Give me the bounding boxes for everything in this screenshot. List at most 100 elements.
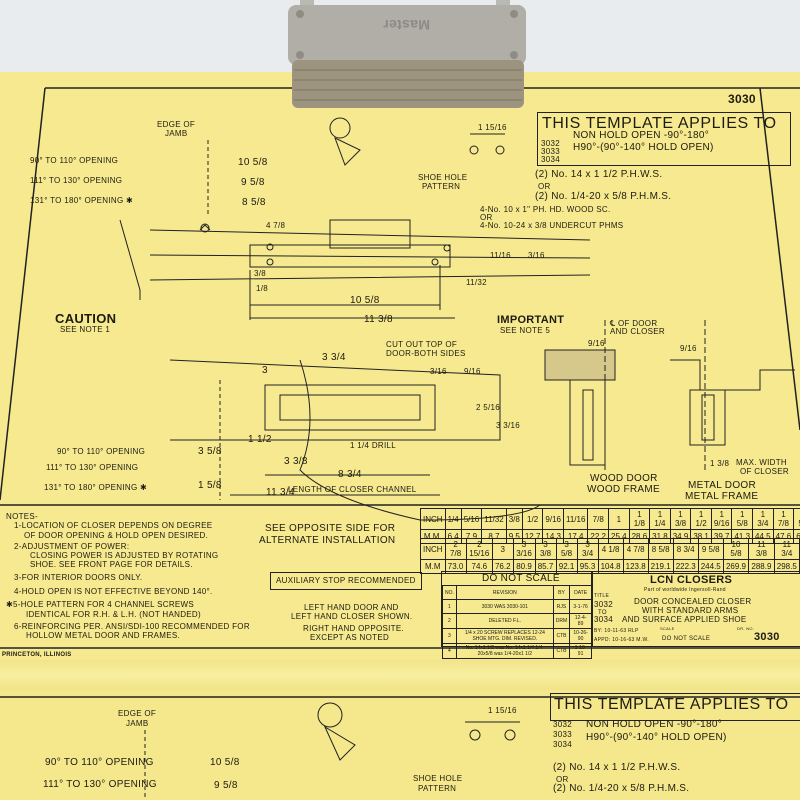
see-opposite-note: SEE OPPOSITE SIDE FOR <box>265 523 396 534</box>
opening-label: 111° TO 130° OPENING <box>30 176 123 185</box>
dimension: 1 15/16 <box>478 123 507 132</box>
dimension: 1 3/8 <box>710 459 730 468</box>
applies-to-box <box>537 112 791 166</box>
dimension: 9 5/8 <box>214 780 238 791</box>
approved-by: APPD: 10-16-63 M.W. <box>594 637 649 643</box>
dimension: 3/16 <box>430 367 447 376</box>
document-number: 3030 <box>728 92 756 106</box>
drawn-by: BY: 10-11-63 RLP <box>594 628 639 634</box>
table-cell: 1 1/4 <box>649 508 671 530</box>
company-name: LCN CLOSERS <box>650 574 733 586</box>
table-cell: 9 5/8 <box>697 538 724 560</box>
wood-frame-label: WOOD FRAME <box>587 484 660 495</box>
scale-label: SCALE <box>660 626 675 631</box>
hold-open-line: NON HOLD OPEN -90°-180° <box>586 719 723 730</box>
table-cell: 1 3/4 <box>752 508 774 530</box>
model-number: 3033 <box>553 730 572 739</box>
edge-of-jamb-label: EDGE OF <box>157 120 196 129</box>
table-cell: 12-4-89 <box>569 613 592 629</box>
opening-label: 90° TO 110° OPENING <box>57 447 146 456</box>
table-cell: 11 3/8 <box>748 538 775 560</box>
table-cell: 4 7/8 <box>622 538 649 560</box>
note-line: SHOE. SEE FRONT PAGE FOR DETAILS. <box>30 560 193 569</box>
dimension: 9/16 <box>588 339 605 348</box>
note-line: HOLLOW METAL DOOR AND FRAMES. <box>26 631 181 640</box>
table-cell: DATE <box>569 585 592 600</box>
table-cell: 1 9/16 <box>710 508 733 530</box>
table-cell: CTB <box>552 628 571 644</box>
table-cell: 3/8 <box>505 508 523 530</box>
template-sheet-lower <box>0 690 800 800</box>
table-cell: 298.5 <box>773 559 800 574</box>
see-opposite-note: ALTERNATE INSTALLATION <box>259 535 396 546</box>
dimension: 9/16 <box>680 344 697 353</box>
dimension: 3 3/16 <box>496 421 521 430</box>
table-cell: CTB <box>552 643 571 659</box>
aux-stop-box <box>270 572 422 590</box>
screw-spec: (2) No. 14 x 1 1/2 P.H.W.S. <box>535 169 663 180</box>
dimension: 11 3/4 <box>266 487 295 498</box>
note-line: ✱5-HOLE PATTERN FOR 4 CHANNEL SCREWS <box>6 600 195 609</box>
table-cell: 8 5/8 <box>647 538 674 560</box>
note-line: OF DOOR OPENING & HOLD OPEN DESIRED. <box>24 531 209 540</box>
dimension: 1/8 <box>256 284 269 293</box>
table-cell: 9/16 <box>542 508 564 530</box>
shoe-hole-label: PATTERN <box>418 784 457 793</box>
cut-out-label: CUT OUT TOP OF <box>386 340 458 349</box>
opening-label: 90° TO 110° OPENING <box>45 757 154 768</box>
table-cell: 222.3 <box>672 559 699 574</box>
table-cell: 95.3 <box>576 559 599 574</box>
table-cell: 8 3/4 <box>672 538 699 560</box>
note-line: 2-ADJUSTMENT OF POWER: <box>14 542 130 551</box>
note-line: 1-LOCATION OF CLOSER DEPENDS ON DEGREE <box>14 521 213 530</box>
channel-screw-spec: 4-No. 10 x 1" PH. HD. WOOD SC. <box>480 205 611 214</box>
cut-out-label: DOOR-BOTH SIDES <box>386 349 466 358</box>
do-not-scale-heading: DO NOT SCALE <box>482 573 560 584</box>
table-cell: No. 14x1 1/2 was No. 14x1 1/4 1/4-20x5/8… <box>455 643 554 659</box>
hand-note: RIGHT HAND OPPOSITE. <box>303 624 404 633</box>
table-cell: BY <box>552 585 571 600</box>
dimension: 10 5/8 <box>210 757 240 768</box>
see-note-label: SEE NOTE 1 <box>60 325 111 334</box>
aux-stop-label: AUXILIARY STOP RECOMMENDED <box>276 576 416 585</box>
table-cell: 1 3/8 <box>669 508 692 530</box>
table-cell: 10-26-90 <box>569 628 592 644</box>
table-cell: 1/2 <box>521 508 544 530</box>
company-tagline: Part of worldwide Ingersoll-Rand <box>644 587 726 593</box>
table-cell: RJS <box>552 599 571 614</box>
model-number: 3032 <box>553 720 572 729</box>
table-cell: 85.7 <box>534 559 557 574</box>
table-cell: 1 7/8 <box>772 508 795 530</box>
table-cell: 3 3/8 <box>534 538 557 560</box>
table-cell: 11/16 <box>562 508 589 530</box>
drawing-number-label: DR. NO. <box>737 626 755 631</box>
max-width-label: MAX. WIDTH <box>736 458 787 467</box>
paper-fold <box>0 660 800 692</box>
screw-spec: (2) No. 14 x 1 1/2 P.H.W.S. <box>553 762 681 773</box>
or-label: OR <box>480 213 493 222</box>
note-line: 3-FOR INTERIOR DOORS ONLY. <box>14 573 143 582</box>
dimension: 10 5/8 <box>350 295 380 306</box>
note-line: IDENTICAL FOR R.H. & L.H. (NOT HANDED) <box>26 610 201 619</box>
scale-value: DO NOT SCALE <box>662 636 711 642</box>
or-label: OR <box>538 182 551 191</box>
table-cell: M.M <box>420 559 446 574</box>
hold-open-line: NON HOLD OPEN -90°-180° <box>573 130 710 141</box>
lock-brand-label: Master <box>383 17 430 33</box>
table-cell: 1 1/8 <box>628 508 651 530</box>
table-cell: 4 <box>442 643 457 659</box>
metal-door-label: METAL DOOR <box>688 480 757 491</box>
drawing-title: WITH STANDARD ARMS <box>642 606 739 615</box>
table-cell: 3 <box>442 628 457 644</box>
note-line: CLOSING POWER IS ADJUSTED BY ROTATING <box>30 551 219 560</box>
applies-to-title: THIS TEMPLATE APPLIES TO <box>554 696 789 713</box>
